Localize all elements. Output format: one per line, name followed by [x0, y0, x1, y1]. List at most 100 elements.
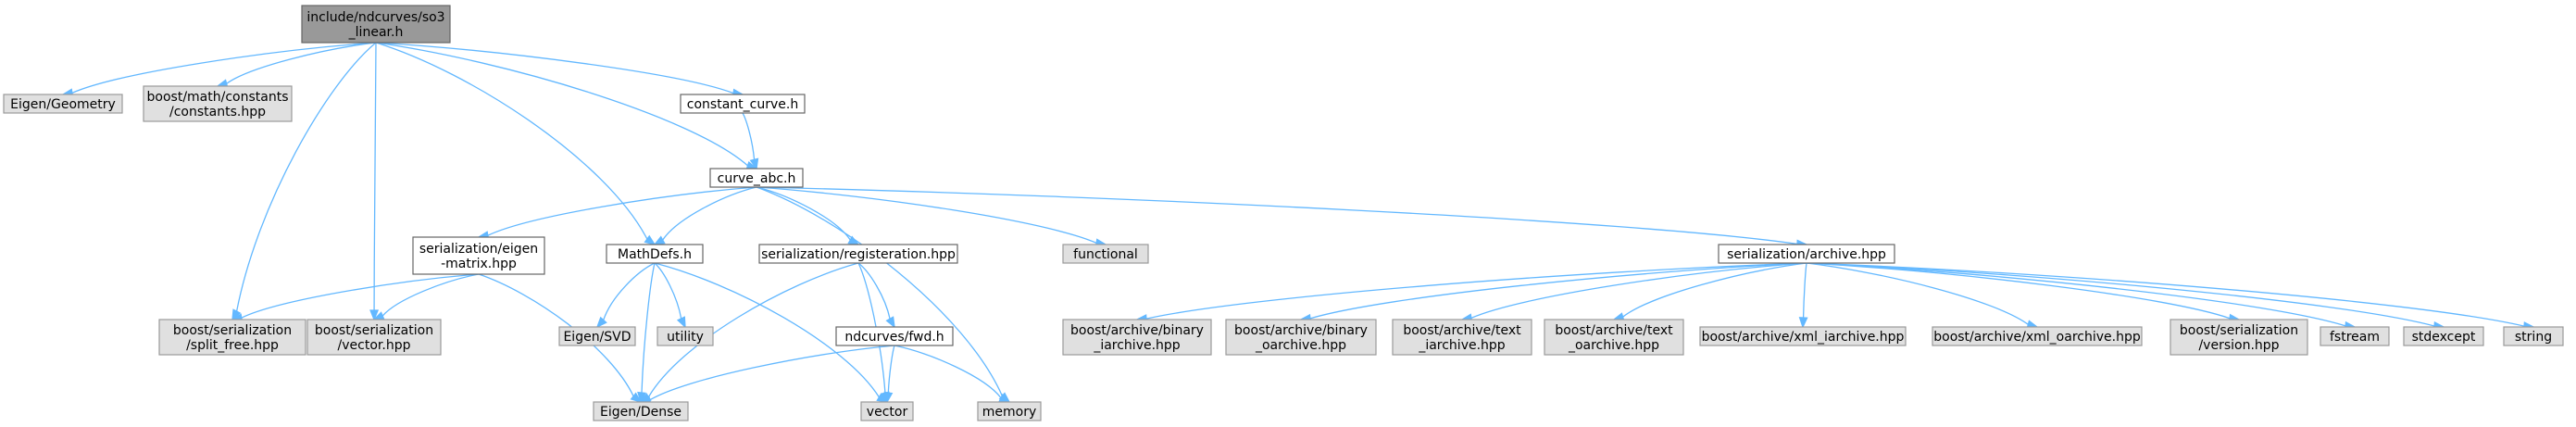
node-ser-eigen-matrix[interactable]: serialization/eigen-matrix.hpp: [412, 236, 545, 275]
node-boost-constants: boost/math/constants/constants.hpp: [143, 85, 293, 122]
edge-arrowhead: [676, 316, 686, 329]
node-label-line: include/ndcurves/so3: [306, 10, 444, 25]
edge-line: [235, 42, 377, 312]
edge-line: [654, 262, 880, 398]
edge-line: [1806, 262, 2435, 327]
node-stdexcept: stdexcept: [2403, 326, 2484, 346]
node-string: string: [2503, 326, 2564, 346]
node-curve-abc[interactable]: curve_abc.h: [709, 168, 804, 188]
node-constant-curve[interactable]: constant_curve.h: [680, 94, 806, 114]
node-box: [143, 85, 293, 122]
edge-line: [756, 186, 851, 241]
edge-line: [756, 186, 1003, 396]
edge-line: [1145, 262, 1807, 320]
node-box: [558, 326, 636, 346]
edges-layer: [61, 42, 2535, 405]
edge-line: [478, 273, 634, 397]
edge-curve_abc-to-ser_eigen_matrix: [477, 186, 757, 240]
edge-arrowhead: [883, 391, 894, 404]
node-box: [2170, 319, 2308, 356]
edge-line: [226, 42, 377, 84]
node-label-line: curve_abc.h: [718, 171, 796, 186]
node-label-line: _iarchive.hpp: [1418, 338, 1505, 353]
edge-line: [647, 262, 859, 397]
edge-line: [1309, 262, 1807, 320]
node-box: [835, 326, 954, 346]
node-label-line: fstream: [2330, 330, 2380, 345]
nodes-layer: include/ndcurves/so3_linear.hEigen/Geome…: [3, 5, 2564, 421]
node-box: [758, 244, 958, 264]
node-box: [1062, 244, 1149, 264]
node-ser-archive[interactable]: serialization/archive.hpp: [1718, 244, 1895, 264]
edge-so3_linear-to-constant_curve: [375, 42, 744, 98]
edge-ser_archive-to-bin_iarchive: [1135, 262, 1807, 324]
edge-line: [641, 262, 656, 394]
node-label-line: /split_free.hpp: [186, 338, 279, 353]
edge-line: [375, 42, 748, 167]
edge-curve_abc-to-ser_registeration: [756, 186, 860, 245]
node-label-line: /version.hpp: [2198, 338, 2279, 353]
edge-ndcurves_fwd-to-vector: [883, 345, 895, 404]
node-bin-oarchive: boost/archive/binary_oarchive.hpp: [1225, 319, 1377, 356]
edge-ser_eigen_matrix-to-boost_split_free: [231, 273, 480, 322]
edge-line: [857, 262, 891, 320]
edge-ser_archive-to-boost_version: [1806, 262, 2241, 323]
edge-so3_linear-to-boost_split_free: [231, 42, 377, 321]
node-ser-registeration[interactable]: serialization/registeration.hpp: [758, 244, 958, 264]
node-boost-version: boost/serialization/version.hpp: [2170, 319, 2308, 356]
node-label-line: serialization/registeration.hpp: [761, 247, 956, 262]
node-box: [977, 401, 1042, 421]
node-box: [1062, 319, 1212, 356]
node-label-line: _linear.h: [348, 25, 404, 40]
edge-line: [756, 186, 1798, 245]
edge-line: [375, 42, 648, 240]
edge-ser_archive-to-xml_iarchive: [1798, 262, 1808, 329]
edge-line: [887, 345, 895, 394]
node-box: [301, 5, 451, 44]
edge-ser_registeration-to-ndcurves_fwd: [857, 262, 895, 329]
node-label-line: serialization/archive.hpp: [1727, 247, 1886, 262]
edge-arrowhead: [369, 309, 380, 321]
node-label-line: boost/archive/text: [1555, 323, 1673, 338]
node-eigen-geometry: Eigen/Geometry: [3, 94, 123, 114]
node-label-line: _iarchive.hpp: [1093, 338, 1180, 353]
edge-line: [649, 345, 895, 401]
edge-ser_eigen_matrix-to-boost_vector: [372, 273, 480, 320]
node-bin-iarchive: boost/archive/binary_iarchive.hpp: [1062, 319, 1212, 356]
node-box: [412, 236, 545, 275]
edge-mathdefs-to-eigen_dense: [637, 262, 656, 404]
node-box: [3, 94, 123, 114]
node-xml-oarchive: boost/archive/xml_oarchive.hpp: [1932, 326, 2143, 346]
node-box: [606, 244, 704, 264]
node-label-line: functional: [1073, 247, 1138, 262]
node-box: [657, 326, 714, 346]
node-box: [2403, 326, 2484, 346]
node-mathdefs[interactable]: MathDefs.h: [606, 244, 704, 264]
node-label-line: constant_curve.h: [687, 97, 798, 112]
edge-curve_abc-to-ser_archive: [756, 186, 1808, 249]
node-label-line: Eigen/Dense: [600, 405, 682, 420]
node-label-line: stdexcept: [2412, 330, 2476, 345]
edge-curve_abc-to-mathdefs: [653, 186, 757, 245]
edge-line: [603, 262, 656, 320]
node-box: [306, 319, 442, 356]
edge-line: [1806, 262, 2525, 327]
edge-ser_archive-to-bin_oarchive: [1299, 262, 1807, 323]
edge-ser_eigen_matrix-to-eigen_dense: [478, 273, 643, 404]
node-label-line: boost/serialization: [315, 323, 433, 338]
edge-arrowhead: [653, 235, 666, 245]
node-box: [1932, 326, 2143, 346]
node-ndcurves-fwd[interactable]: ndcurves/fwd.h: [835, 326, 954, 346]
edge-arrowhead: [749, 157, 759, 170]
node-label-line: serialization/eigen: [419, 242, 538, 257]
node-box: [709, 168, 804, 188]
node-box: [1392, 319, 1532, 356]
edge-line: [857, 262, 886, 394]
node-so3-linear[interactable]: include/ndcurves/so3_linear.h: [301, 5, 451, 44]
node-box: [1699, 326, 1907, 346]
node-label-line: -matrix.hpp: [441, 257, 517, 271]
node-vector: vector: [860, 401, 914, 421]
node-memory: memory: [977, 401, 1042, 421]
edge-line: [375, 42, 734, 94]
